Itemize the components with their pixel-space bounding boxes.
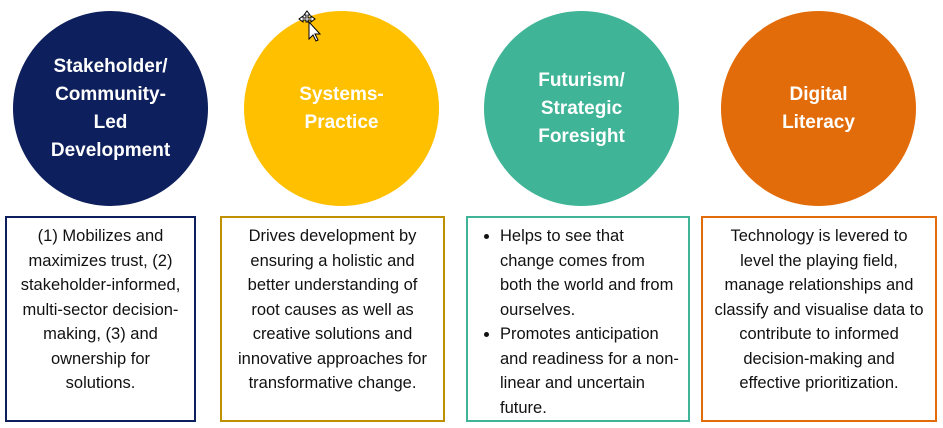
circle-futurism-strategic-foresight: Futurism/ Strategic Foresight bbox=[484, 11, 679, 206]
circle-stakeholder-community-led-development: Stakeholder/ Community- Led Development bbox=[13, 11, 208, 206]
bullet-item: Helps to see that change comes from both… bbox=[500, 224, 680, 322]
circle-title: Digital Literacy bbox=[782, 83, 855, 133]
description-text: Drives development by ensuring a holisti… bbox=[238, 227, 427, 392]
description-box-digital-literacy: Technology is levered to level the playi… bbox=[701, 216, 937, 422]
description-text: (1) Mobilizes and maximizes trust, (2) s… bbox=[20, 227, 181, 392]
circle-title: Futurism/ Strategic Foresight bbox=[538, 69, 625, 147]
move-cursor-icon bbox=[298, 10, 322, 42]
bullet-item: Promotes anticipation and readiness for … bbox=[500, 322, 680, 420]
bullet-list: Helps to see that change comes from both… bbox=[468, 224, 688, 420]
description-box-futurism: Helps to see that change comes from both… bbox=[466, 216, 690, 422]
circle-digital-literacy: Digital Literacy bbox=[721, 11, 916, 206]
circle-title: Systems- Practice bbox=[299, 83, 384, 133]
description-text: Technology is levered to level the playi… bbox=[714, 227, 924, 392]
circle-title: Stakeholder/ Community- Led Development bbox=[50, 55, 171, 161]
description-box-systems-practice: Drives development by ensuring a holisti… bbox=[220, 216, 445, 422]
description-box-stakeholder: (1) Mobilizes and maximizes trust, (2) s… bbox=[5, 216, 196, 422]
circle-systems-practice: Systems- Practice bbox=[244, 11, 439, 206]
